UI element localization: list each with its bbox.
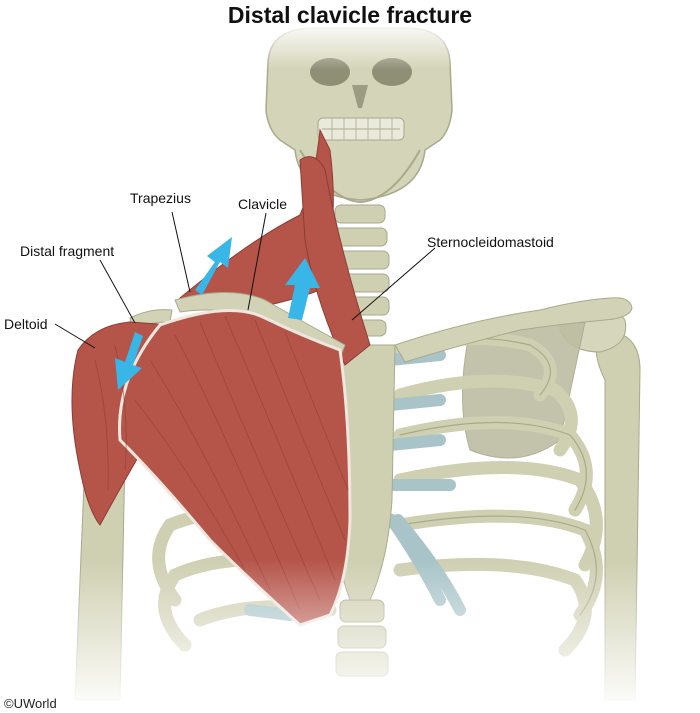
diagram-title: Distal clavicle fracture: [227, 2, 473, 28]
trapezius-pull-arrow: [195, 237, 232, 295]
label-sternocleidomastoid: Sternocleidomastoid: [427, 234, 554, 250]
leader-lines: [54, 211, 436, 349]
distal-fragment-pull-arrow: [115, 332, 143, 390]
copyright-credit: ©UWorld: [4, 696, 57, 711]
label-clavicle: Clavicle: [238, 196, 288, 212]
clavicle-right: [394, 297, 633, 363]
label-deltoid: Deltoid: [4, 316, 48, 332]
arrows-group: [115, 237, 320, 390]
sternocleidomastoid-muscle: [299, 156, 371, 366]
sternocleidomastoid-pull-arrow: [285, 258, 320, 320]
label-trapezius: Trapezius: [130, 190, 191, 206]
label-distal-fragment: Distal fragment: [20, 243, 115, 259]
